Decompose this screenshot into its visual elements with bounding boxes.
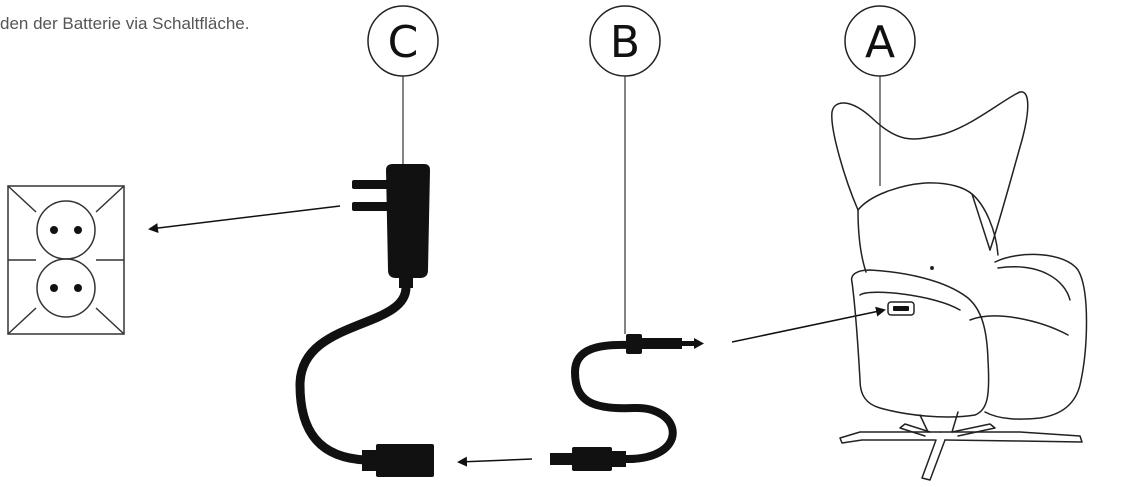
usb-port-icon <box>887 301 915 316</box>
arrow-to-adapter <box>457 456 533 467</box>
callout-label-c: C <box>388 17 419 68</box>
charging-cable-icon <box>550 334 704 471</box>
power-adapter-icon <box>295 164 434 477</box>
arrow-to-chair-port <box>731 306 886 343</box>
arrow-to-socket <box>148 205 341 234</box>
caption-text: den der Batterie via Schaltfläche. <box>0 14 250 33</box>
callout-a: A <box>844 5 916 186</box>
callout-label-a: A <box>865 17 895 68</box>
callout-label-b: B <box>610 17 640 68</box>
callout-c: C <box>367 5 439 166</box>
wall-socket-icon <box>7 185 125 335</box>
armchair-icon <box>831 91 1088 481</box>
callout-b: B <box>589 5 661 334</box>
